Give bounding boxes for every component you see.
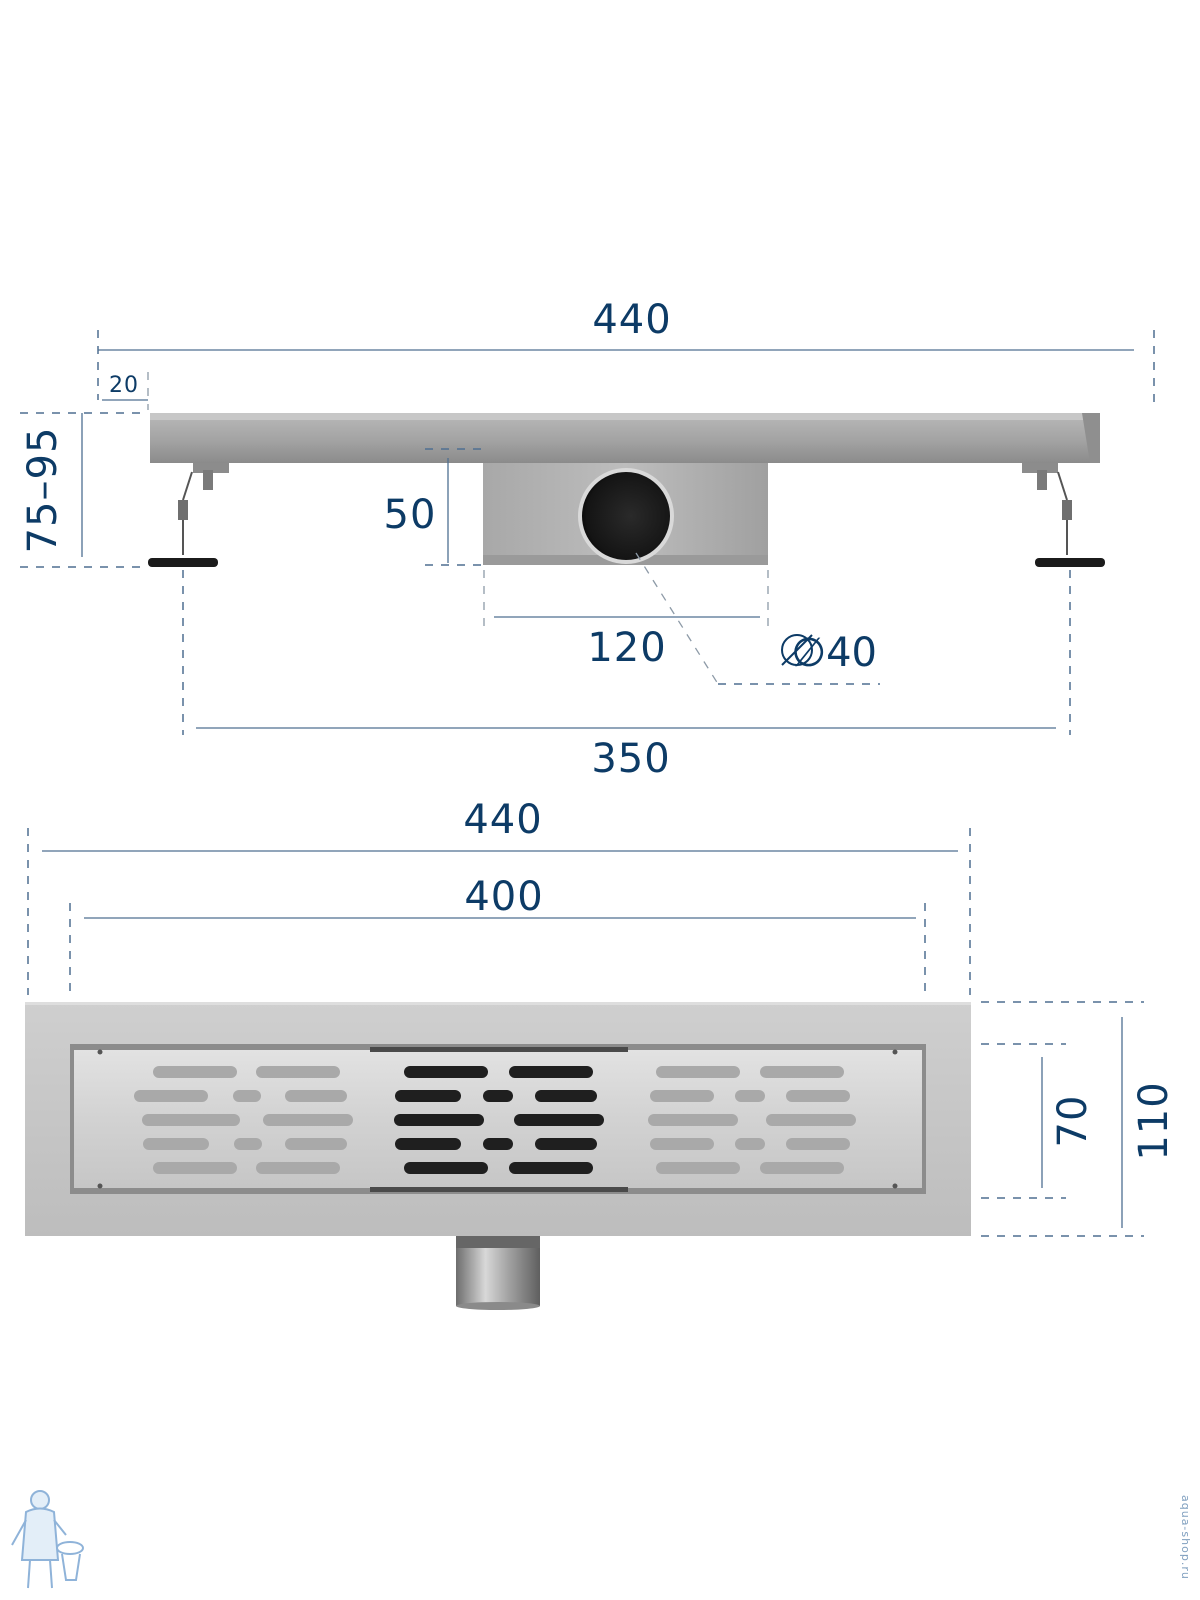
top-view: 440 400	[25, 797, 1177, 1310]
dim-feet-span: 350	[182, 570, 1071, 782]
dim-body-width: 120	[483, 570, 769, 671]
dim-body-width-label: 120	[587, 625, 666, 671]
dim-body-height-label: 50	[384, 492, 437, 538]
dim-edge-offset: 20	[102, 372, 149, 410]
dim-grate-width: 70	[981, 1043, 1096, 1199]
dim-top-length: 440	[27, 797, 971, 995]
dim-outlet-diameter-label: ∅40	[791, 630, 877, 676]
grate-slots-left	[134, 1066, 353, 1174]
dim-feet-span-label: 350	[591, 736, 670, 782]
dim-total-width: 110	[981, 1001, 1177, 1237]
dim-side-length: 440	[97, 297, 1155, 410]
side-view: 440 20	[20, 297, 1155, 782]
dim-top-length-label: 440	[463, 797, 542, 843]
dim-total-width-label: 110	[1131, 1081, 1177, 1160]
dim-edge-offset-label: 20	[109, 373, 139, 398]
watermark: aqua-shop.ru	[1179, 1495, 1192, 1580]
dim-side-length-label: 440	[592, 297, 671, 343]
outlet-pipe	[456, 1236, 540, 1310]
outlet-hole	[578, 468, 674, 564]
channel-top-bar	[150, 413, 1100, 463]
left-adjustable-foot	[148, 463, 229, 567]
grate-slots-right	[648, 1066, 856, 1174]
dim-grate-length: 400	[69, 874, 926, 995]
plumber-logo	[11, 1490, 84, 1589]
dim-height-range-label: 75–95	[20, 427, 66, 554]
right-adjustable-foot	[1022, 463, 1105, 567]
dim-grate-width-label: 70	[1050, 1095, 1096, 1148]
dim-grate-length-label: 400	[464, 874, 543, 920]
dim-outlet-diameter: ∅40	[635, 552, 880, 685]
grate-slots-center	[394, 1066, 604, 1174]
dim-body-height: 50	[384, 448, 483, 566]
dim-height-range: 75–95	[20, 412, 148, 568]
